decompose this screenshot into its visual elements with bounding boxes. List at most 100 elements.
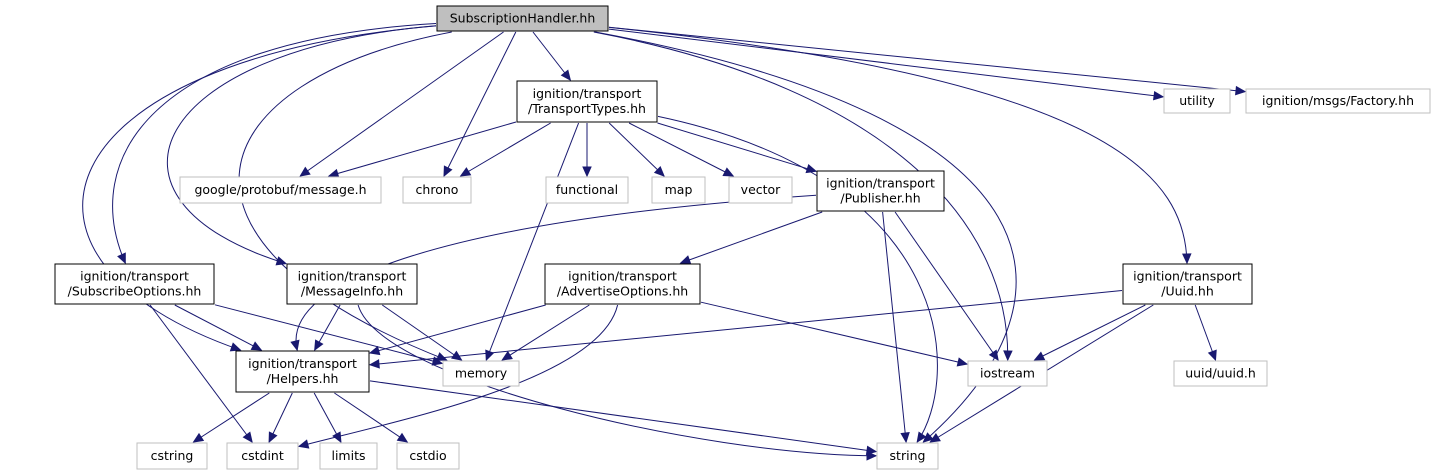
node-protobuf[interactable]: google/protobuf/message.h (179, 176, 382, 204)
arrowhead-helpers-to-string (865, 445, 878, 455)
node-functional[interactable]: functional (545, 176, 629, 204)
edge-pub-to-helpers (295, 194, 817, 351)
node-box-map (651, 176, 706, 204)
node-box-factory (1245, 88, 1431, 114)
node-label-iostream-line-0: iostream (980, 366, 1035, 381)
node-tt[interactable]: ignition/transport/TransportTypes.hh (516, 80, 658, 123)
arrowhead-tt-to-string (916, 431, 927, 444)
node-map[interactable]: map (651, 176, 706, 204)
node-label-uuid-line-0: ignition/transport (1133, 269, 1242, 284)
node-mi[interactable]: ignition/transport/MessageInfo.hh (286, 263, 418, 305)
node-cstring[interactable]: cstring (136, 442, 208, 470)
node-label-limits-line-0: limits (331, 448, 365, 463)
node-box-vector (728, 176, 793, 204)
node-label-cstring-line-0: cstring (151, 448, 194, 463)
arrowhead-helpers-to-limits (332, 431, 342, 444)
node-label-mi-line-0: ignition/transport (298, 269, 407, 284)
node-box-cstring (136, 442, 208, 470)
node-label-memory-line-0: memory (455, 366, 508, 381)
node-label-helpers-line-0: ignition/transport (248, 356, 357, 371)
node-cstdio[interactable]: cstdio (396, 442, 460, 470)
nodes-layer: SubscriptionHandler.hh ignition/transport… (54, 5, 1431, 470)
edge-tt-to-vector (628, 122, 734, 177)
arrowhead-pub-to-iostream (988, 349, 999, 362)
arrowhead-tt-to-map (653, 165, 665, 177)
node-box-memory (442, 360, 520, 387)
node-label-string-line-0: string (890, 448, 926, 463)
edge-pub-to-string (882, 211, 907, 443)
node-limits[interactable]: limits (319, 442, 378, 470)
node-cstdint[interactable]: cstdint (226, 442, 299, 470)
node-label-mi-line-1: /MessageInfo.hh (301, 284, 403, 299)
node-label-vector-line-0: vector (741, 182, 782, 197)
arrowhead-sub-to-memory (431, 356, 444, 366)
arrowhead-root-to-sub (117, 252, 126, 265)
node-box-tt (516, 80, 658, 123)
edge-tt-to-protobuf (328, 121, 517, 177)
node-box-sub (54, 263, 215, 305)
arrowhead-root-to-utility (1153, 90, 1165, 101)
node-pub[interactable]: ignition/transport/Publisher.hh (816, 170, 945, 212)
node-box-ao (544, 263, 701, 305)
arrowhead-root-to-iostream (1003, 350, 1013, 362)
node-label-cstdint-line-0: cstdint (241, 448, 284, 463)
arrowhead-root-to-memory (435, 352, 448, 361)
arrowhead-root-to-mi (275, 256, 288, 266)
arrowhead-pub-to-string (900, 432, 910, 444)
arrowhead-helpers-to-cstring (192, 432, 205, 443)
node-label-ao-line-1: /AdvertiseOptions.hh (557, 284, 688, 299)
node-box-pub (816, 170, 945, 212)
arrowhead-ao-to-memory (501, 350, 513, 361)
arrowhead-sub-to-cstdint (242, 431, 253, 443)
arrowhead-root-to-factory (1235, 85, 1247, 96)
node-label-cstdio-line-0: cstdio (409, 448, 446, 463)
node-box-string (876, 442, 939, 470)
arrowhead-ao-to-cstdint (297, 439, 310, 449)
node-box-mi (286, 263, 418, 305)
arrowhead-uuid-to-helpers (368, 359, 380, 369)
edge-tt-to-pub (657, 122, 817, 172)
node-label-helpers-line-1: /Helpers.hh (267, 371, 339, 386)
node-label-factory-line-0: ignition/msgs/Factory.hh (1262, 93, 1414, 108)
node-box-uuid (1122, 263, 1253, 305)
node-sub[interactable]: ignition/transport/SubscribeOptions.hh (54, 263, 215, 305)
edge-helpers-to-string (369, 380, 877, 453)
node-iostream[interactable]: iostream (967, 360, 1048, 387)
edge-root-to-chrono (443, 31, 517, 177)
arrowhead-tt-to-pub (805, 164, 818, 174)
node-label-tt-line-1: /TransportTypes.hh (528, 101, 646, 116)
edge-tt-to-string (657, 115, 938, 443)
node-label-sub-line-0: ignition/transport (80, 269, 189, 284)
node-label-chrono-line-0: chrono (416, 182, 459, 197)
node-memory[interactable]: memory (442, 360, 520, 387)
node-helpers[interactable]: ignition/transport/Helpers.hh (235, 350, 370, 393)
node-root[interactable]: SubscriptionHandler.hh (436, 5, 609, 32)
arrowhead-pub-to-helpers (290, 339, 300, 352)
edge-ao-to-iostream (700, 301, 968, 365)
node-label-root-line-0: SubscriptionHandler.hh (450, 11, 596, 26)
edge-tt-to-map (608, 122, 665, 177)
node-chrono[interactable]: chrono (402, 176, 472, 204)
node-label-tt-line-0: ignition/transport (533, 86, 642, 101)
node-factory[interactable]: ignition/msgs/Factory.hh (1245, 88, 1431, 114)
edge-ao-to-cstdint (298, 304, 619, 447)
node-string[interactable]: string (876, 442, 939, 470)
arrowhead-tt-to-protobuf (327, 168, 340, 178)
edge-root-to-memory (238, 31, 452, 361)
edge-root-to-string (595, 31, 1017, 443)
arrowhead-helpers-to-cstdio (396, 432, 409, 443)
edge-sub-to-cstdint (149, 304, 253, 443)
node-utility[interactable]: utility (1163, 88, 1231, 114)
arrowhead-tt-to-functional (582, 166, 592, 178)
node-vector[interactable]: vector (728, 176, 793, 204)
node-box-utility (1163, 88, 1231, 114)
edge-mi-to-memory (382, 304, 462, 361)
node-box-chrono (402, 176, 472, 204)
node-uuidh[interactable]: uuid/uuid.h (1173, 360, 1268, 387)
node-label-functional-line-0: functional (556, 182, 618, 197)
node-label-sub-line-1: /SubscribeOptions.hh (68, 284, 202, 299)
node-ao[interactable]: ignition/transport/AdvertiseOptions.hh (544, 263, 701, 305)
edge-sub-to-memory (214, 304, 443, 364)
node-uuid[interactable]: ignition/transport/Uuid.hh (1122, 263, 1253, 305)
node-box-root (436, 5, 609, 32)
